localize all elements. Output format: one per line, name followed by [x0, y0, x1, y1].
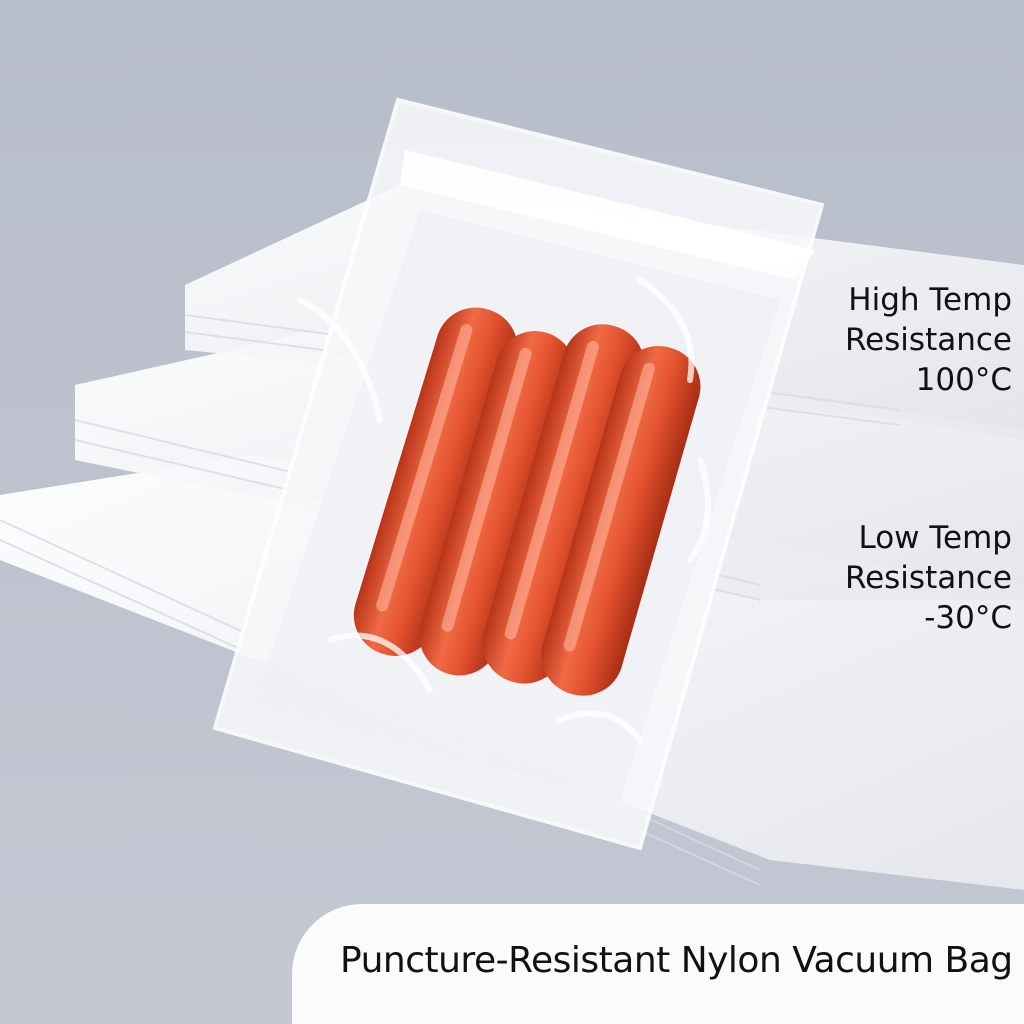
low-temp-callout: Low Temp Resistance -30°C [845, 518, 1012, 638]
bag-wrinkles [297, 277, 711, 743]
low-temp-value: -30°C [924, 600, 1012, 636]
high-temp-callout: High Temp Resistance 100°C [845, 280, 1012, 400]
caption-banner [292, 904, 1024, 1024]
high-temp-value: 100°C [915, 362, 1012, 398]
high-temp-line2: Resistance [844, 322, 1012, 358]
low-temp-line1: Low Temp [858, 520, 1012, 556]
high-temp-line1: High Temp [848, 282, 1012, 318]
sausages [353, 307, 701, 696]
product-caption: Puncture-Resistant Nylon Vacuum Bag [340, 940, 1013, 981]
low-temp-line2: Resistance [844, 560, 1012, 596]
